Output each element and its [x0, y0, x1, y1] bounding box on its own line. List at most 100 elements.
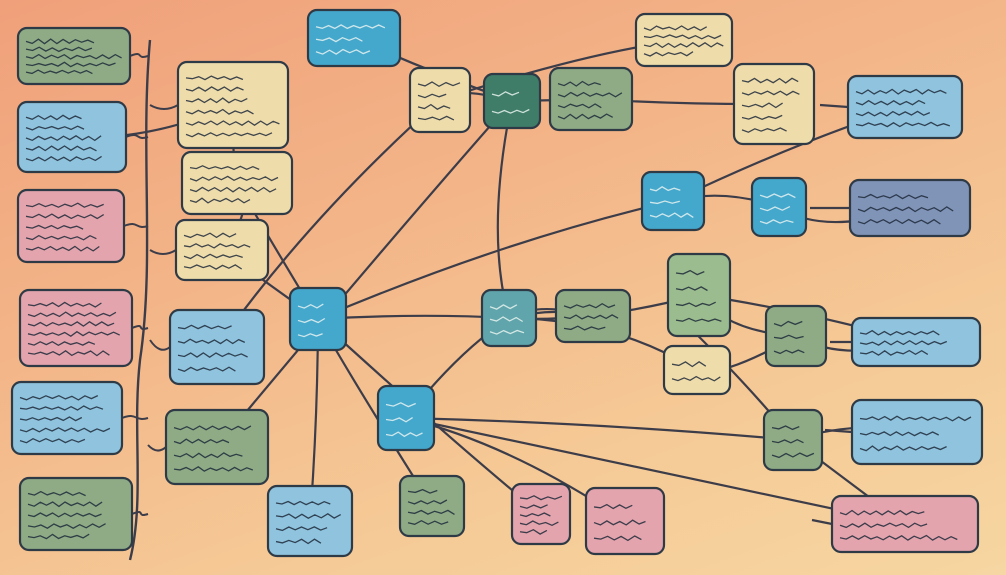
- node-scribble-line: [857, 193, 929, 200]
- node-scribble-line: [275, 513, 342, 519]
- node-scribble-line: [407, 499, 448, 505]
- node-scribble-line: [385, 431, 423, 438]
- node-scribble-line: [519, 512, 551, 518]
- node-scribble-line: [25, 245, 100, 252]
- node-scribble-line: [643, 34, 722, 40]
- branch-trunk-line: [128, 39, 152, 561]
- node-scribble-line: [839, 509, 925, 516]
- node-box: [266, 484, 354, 558]
- node-scribble-line: [519, 520, 559, 527]
- node-scribble-line: [407, 509, 455, 515]
- diagram-node: [732, 62, 816, 146]
- node-scribble-line: [25, 202, 104, 208]
- node-scribble-line: [185, 97, 248, 104]
- node-scribble-line: [27, 301, 102, 308]
- node-scribble-line: [27, 350, 110, 357]
- node-scribble-line: [839, 522, 928, 529]
- branch-line: [149, 249, 177, 255]
- node-scribble-line: [675, 269, 705, 276]
- node-scribble-line: [519, 495, 563, 501]
- node-scribble-line: [19, 437, 86, 444]
- diagram-node: [848, 178, 972, 238]
- node-scribble-line: [25, 46, 93, 53]
- node-box: [554, 288, 632, 344]
- diagram-node: [398, 474, 466, 538]
- diagram-node: [16, 26, 132, 86]
- node-scribble-line: [491, 108, 530, 114]
- node-box: [480, 288, 538, 348]
- node-scribble-line: [417, 103, 451, 110]
- node-scribble-line: [25, 69, 93, 75]
- node-scribble-line: [27, 340, 96, 347]
- node-scribble-line: [183, 243, 251, 249]
- node-scribble-line: [593, 503, 633, 510]
- branch-line: [121, 415, 149, 420]
- node-scribble-line: [27, 523, 106, 529]
- node-scribble-line: [189, 197, 251, 204]
- node-scribble-line: [859, 329, 940, 336]
- node-scribble-line: [25, 224, 84, 230]
- node-scribble-line: [25, 145, 97, 152]
- node-scribble-line: [275, 538, 322, 545]
- node-scribble-line: [855, 99, 926, 106]
- node-scribble-line: [771, 438, 804, 444]
- node-box: [168, 308, 266, 386]
- diagram-node: [850, 398, 984, 466]
- branch-line: [129, 53, 149, 58]
- diagram-node: [10, 380, 124, 456]
- node-scribble-line: [297, 333, 323, 338]
- node-scribble-line: [185, 86, 244, 92]
- node-scribble-line: [177, 338, 246, 345]
- diagram-nodes: [10, 8, 984, 558]
- diagram-node: [640, 170, 706, 232]
- node-scribble-line: [773, 349, 805, 355]
- node-scribble-line: [759, 206, 791, 212]
- node-scribble-line: [671, 375, 721, 382]
- node-scribble-line: [557, 91, 623, 98]
- node-scribble-line: [557, 113, 614, 120]
- node-scribble-line: [189, 175, 279, 182]
- node-box: [732, 62, 816, 146]
- node-scribble-line: [19, 427, 111, 433]
- node-box: [164, 408, 270, 486]
- diagram-node: [764, 304, 828, 368]
- node-scribble-line: [489, 329, 525, 335]
- connector-line: [496, 99, 514, 320]
- branch-line: [149, 339, 171, 351]
- node-scribble-line: [859, 445, 947, 452]
- diagram-node: [634, 12, 734, 68]
- node-scribble-line: [671, 361, 707, 368]
- node-scribble-line: [675, 286, 708, 292]
- node-scribble-line: [177, 352, 248, 358]
- node-scribble-line: [489, 316, 524, 323]
- node-box: [398, 474, 466, 538]
- diagram-node: [18, 476, 134, 552]
- node-scribble-line: [675, 301, 716, 308]
- node-scribble-line: [519, 528, 548, 535]
- node-scribble-line: [649, 200, 680, 205]
- node-scribble-line: [741, 77, 799, 84]
- node-scribble-line: [25, 155, 102, 162]
- node-scribble-line: [649, 186, 681, 192]
- branch-line: [149, 104, 179, 110]
- node-scribble-line: [773, 334, 804, 340]
- node-scribble-line: [25, 38, 95, 45]
- node-box: [764, 304, 828, 368]
- node-scribble-line: [25, 135, 102, 142]
- diagram-node: [266, 484, 354, 558]
- node-scribble-line: [417, 81, 461, 88]
- node-scribble-line: [185, 120, 280, 126]
- diagram-node: [168, 308, 266, 386]
- node-scribble-line: [27, 501, 103, 508]
- node-scribble-line: [489, 304, 518, 310]
- diagram-node: [376, 384, 436, 452]
- node-scribble-line: [189, 165, 260, 171]
- node-scribble-line: [759, 193, 796, 199]
- node-scribble-line: [417, 115, 455, 121]
- node-box: [16, 188, 126, 264]
- diagram-node: [306, 8, 402, 68]
- node-scribble-line: [593, 519, 646, 526]
- node-scribble-line: [315, 36, 363, 43]
- node-scribble-line: [297, 317, 326, 324]
- diagram-node: [408, 66, 472, 134]
